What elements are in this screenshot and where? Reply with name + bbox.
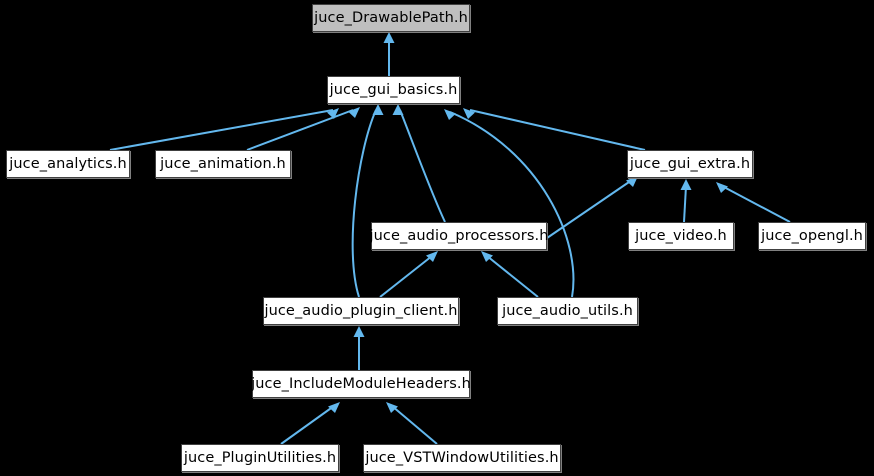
node-label-audio_utils: juce_audio_utils.h (502, 302, 633, 319)
arrowhead-audio_utils-to-audio_processors (481, 251, 493, 262)
arrowhead-gui_extra-to-gui_basics (463, 108, 475, 119)
node-label-gui_basics: juce_gui_basics.h (329, 81, 458, 98)
arrowhead-audio_processors-to-gui_basics (392, 104, 404, 115)
edge-gui_extra-to-gui_basics (469, 109, 646, 151)
edge-audio_plugin_client-to-audio_processors (379, 255, 433, 298)
node-label-gui_extra: juce_gui_extra.h (629, 155, 751, 172)
node-label-drawable_path: juce_DrawablePath.h (314, 9, 468, 26)
node-audio_processors[interactable]: juce_audio_processors.h (370, 222, 548, 250)
node-label-video: juce_video.h (635, 227, 727, 244)
arrowhead-analytics-to-gui_basics (327, 108, 339, 119)
node-label-audio_plugin_client: juce_audio_plugin_client.h (264, 302, 458, 319)
edge-audio_utils-to-gui_basics (449, 111, 575, 298)
arrowhead-animation-to-gui_basics (348, 107, 360, 118)
node-audio_plugin_client[interactable]: juce_audio_plugin_client.h (263, 297, 459, 325)
node-opengl[interactable]: juce_opengl.h (758, 222, 866, 250)
node-label-plugin_utilities: juce_PluginUtilities.h (183, 449, 337, 466)
arrowhead-plugin_utilities-to-include_module_hdrs (328, 402, 340, 413)
node-analytics[interactable]: juce_analytics.h (6, 150, 130, 178)
node-gui_extra[interactable]: juce_gui_extra.h (627, 150, 753, 178)
node-label-vst_window_utilities: juce_VSTWindowUtilities.h (365, 449, 559, 466)
node-audio_utils[interactable]: juce_audio_utils.h (497, 297, 638, 325)
node-animation[interactable]: juce_animation.h (155, 150, 291, 178)
node-include_module_hdrs[interactable]: juce_IncludeModuleHeaders.h (251, 370, 471, 398)
node-label-opengl: juce_opengl.h (761, 227, 863, 244)
arrowhead-audio_utils-to-gui_basics (444, 109, 456, 120)
arrowhead-include_module_hdrs-to-audio_plugin_client (353, 326, 365, 337)
arrowhead-vst_window_utilities-to-include_module_hdrs (386, 402, 398, 413)
arrowhead-audio_plugin_client-to-gui_basics (372, 104, 384, 115)
edge-audio_utils-to-audio_processors (486, 255, 539, 298)
edge-video-to-gui_extra (683, 185, 687, 223)
edge-vst_window_utilities-to-include_module_hdrs (391, 405, 438, 445)
node-vst_window_utilities[interactable]: juce_VSTWindowUtilities.h (363, 444, 561, 472)
edge-audio_plugin_client-to-gui_basics (351, 109, 377, 298)
edge-analytics-to-gui_basics (109, 109, 334, 151)
edge-audio_processors-to-gui_basics (399, 109, 446, 223)
arrowhead-video-to-gui_extra (680, 179, 692, 190)
edge-animation-to-gui_basics (246, 109, 354, 151)
arrowhead-audio_plugin_client-to-audio_processors (426, 251, 438, 262)
edge-plugin_utilities-to-include_module_hdrs (280, 405, 335, 445)
arrowhead-opengl-to-gui_extra (716, 182, 728, 193)
node-video[interactable]: juce_video.h (628, 222, 734, 250)
node-label-include_module_hdrs: juce_IncludeModuleHeaders.h (251, 375, 471, 392)
node-label-animation: juce_animation.h (160, 155, 286, 172)
edge-audio_processors-to-gui_extra (546, 179, 633, 239)
edge-opengl-to-gui_extra (721, 185, 791, 223)
arrowhead-gui_basics-to-drawable_path (383, 32, 395, 43)
node-label-audio_processors: juce_audio_processors.h (369, 227, 549, 244)
node-plugin_utilities[interactable]: juce_PluginUtilities.h (181, 444, 339, 472)
node-gui_basics[interactable]: juce_gui_basics.h (327, 76, 460, 104)
node-drawable_path[interactable]: juce_DrawablePath.h (312, 4, 470, 32)
node-label-analytics: juce_analytics.h (9, 155, 127, 172)
